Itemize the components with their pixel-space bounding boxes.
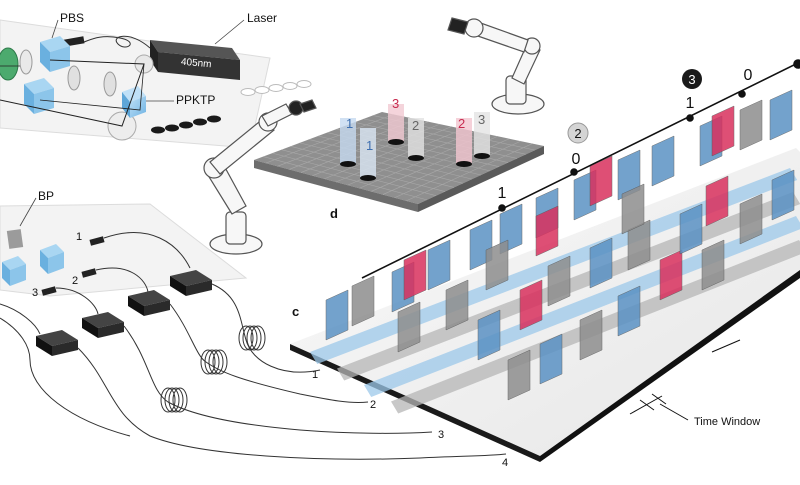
register-num-0b: 0 bbox=[744, 67, 753, 84]
tube-label-3: 3 bbox=[392, 96, 399, 111]
tube-label-1: 1 bbox=[346, 116, 353, 131]
tube-rack: 1 1 3 2 2 3 bbox=[340, 96, 490, 181]
fiber-cables bbox=[0, 232, 507, 460]
timing-card bbox=[769, 89, 793, 141]
detector-disks bbox=[151, 115, 221, 134]
fiber-board: BP 1 2 3 bbox=[0, 189, 248, 356]
fiber-coil bbox=[238, 325, 254, 351]
timing-card bbox=[621, 183, 645, 235]
timing-card bbox=[547, 255, 571, 307]
tube-label-5: 2 bbox=[458, 116, 465, 131]
step-badge-3-label: 3 bbox=[688, 72, 695, 87]
timing-card bbox=[679, 203, 703, 255]
fiber-coil bbox=[212, 349, 228, 375]
timing-card bbox=[711, 105, 735, 157]
fiber-end-3: 3 bbox=[438, 429, 444, 441]
timing-card bbox=[397, 301, 421, 353]
fiber-label-2: 2 bbox=[72, 275, 78, 287]
white-disks bbox=[240, 80, 312, 96]
step-badge-3: 3 bbox=[682, 69, 702, 89]
step-badge-2-label: 2 bbox=[574, 126, 581, 141]
board-lane bbox=[364, 216, 800, 397]
timing-card bbox=[739, 99, 763, 151]
timing-card bbox=[705, 175, 729, 227]
panel-c-board bbox=[290, 89, 800, 462]
panel-d-label: d bbox=[330, 206, 338, 221]
fiber-coil bbox=[160, 387, 176, 413]
fiber-label-1: 1 bbox=[76, 231, 82, 243]
fiber-coil bbox=[200, 349, 216, 375]
timing-card bbox=[579, 309, 603, 361]
grid-line bbox=[335, 128, 464, 183]
source-board: 405nm Laser PBS bbox=[0, 11, 312, 149]
laser-label: Laser bbox=[247, 11, 277, 25]
fiber-cubes bbox=[2, 244, 64, 286]
timing-card bbox=[627, 219, 651, 271]
timing-card bbox=[539, 333, 563, 385]
fiber-end-4: 4 bbox=[502, 457, 508, 469]
tube-label-4: 2 bbox=[412, 118, 419, 133]
bp-label: BP bbox=[38, 189, 54, 203]
grid-line bbox=[394, 140, 521, 198]
detector-boxes bbox=[36, 270, 212, 356]
ppktp-crystal bbox=[122, 86, 146, 118]
timing-card bbox=[771, 169, 795, 221]
timing-card bbox=[651, 135, 675, 187]
panel-c-label: c bbox=[292, 304, 299, 319]
timing-card bbox=[701, 239, 725, 291]
timing-card bbox=[519, 279, 543, 331]
fiber-coil bbox=[242, 325, 258, 351]
register-lines bbox=[361, 59, 800, 279]
timing-card bbox=[445, 279, 469, 331]
laser-wavelength: 405nm bbox=[181, 57, 212, 71]
timing-card bbox=[427, 239, 451, 291]
ppktp-label: PPKTP bbox=[176, 93, 215, 107]
fiber-coil bbox=[168, 387, 184, 413]
register-num-0a: 0 bbox=[572, 151, 581, 168]
timing-card bbox=[485, 239, 509, 291]
tube-label-6: 3 bbox=[478, 112, 485, 127]
fiber-coil bbox=[250, 325, 266, 351]
timing-card bbox=[507, 349, 531, 401]
pbs-cube-top bbox=[40, 36, 70, 72]
register-num-1b: 1 bbox=[686, 95, 695, 112]
step-badge-2: 2 bbox=[567, 122, 589, 144]
fiber-label-3: 3 bbox=[32, 287, 38, 299]
fiber-coil bbox=[246, 325, 262, 351]
time-window-marker bbox=[629, 339, 741, 421]
robot-arm-left bbox=[203, 99, 317, 255]
timing-card bbox=[325, 289, 349, 341]
timing-card bbox=[739, 193, 763, 245]
fiber-coil bbox=[164, 387, 180, 413]
time-window-label: Time Window bbox=[694, 416, 760, 428]
timing-card bbox=[589, 155, 613, 207]
robot-arm-right bbox=[447, 17, 545, 115]
tube-label-2: 1 bbox=[366, 138, 373, 153]
register-num-1: 1 bbox=[498, 185, 507, 202]
timing-card bbox=[351, 275, 375, 327]
pbs-label: PBS bbox=[60, 11, 84, 25]
timing-card bbox=[589, 237, 613, 289]
fiber-coil bbox=[208, 349, 224, 375]
timing-card bbox=[477, 309, 501, 361]
fiber-coil bbox=[204, 349, 220, 375]
fiber-coil bbox=[172, 387, 188, 413]
timing-card bbox=[403, 249, 427, 301]
grid-line bbox=[406, 143, 533, 202]
fiber-end-2: 2 bbox=[370, 399, 376, 411]
timing-card bbox=[535, 205, 559, 257]
fiber-end-1: 1 bbox=[312, 369, 318, 381]
timing-card bbox=[617, 285, 641, 337]
laser-box: 405nm bbox=[150, 40, 240, 80]
